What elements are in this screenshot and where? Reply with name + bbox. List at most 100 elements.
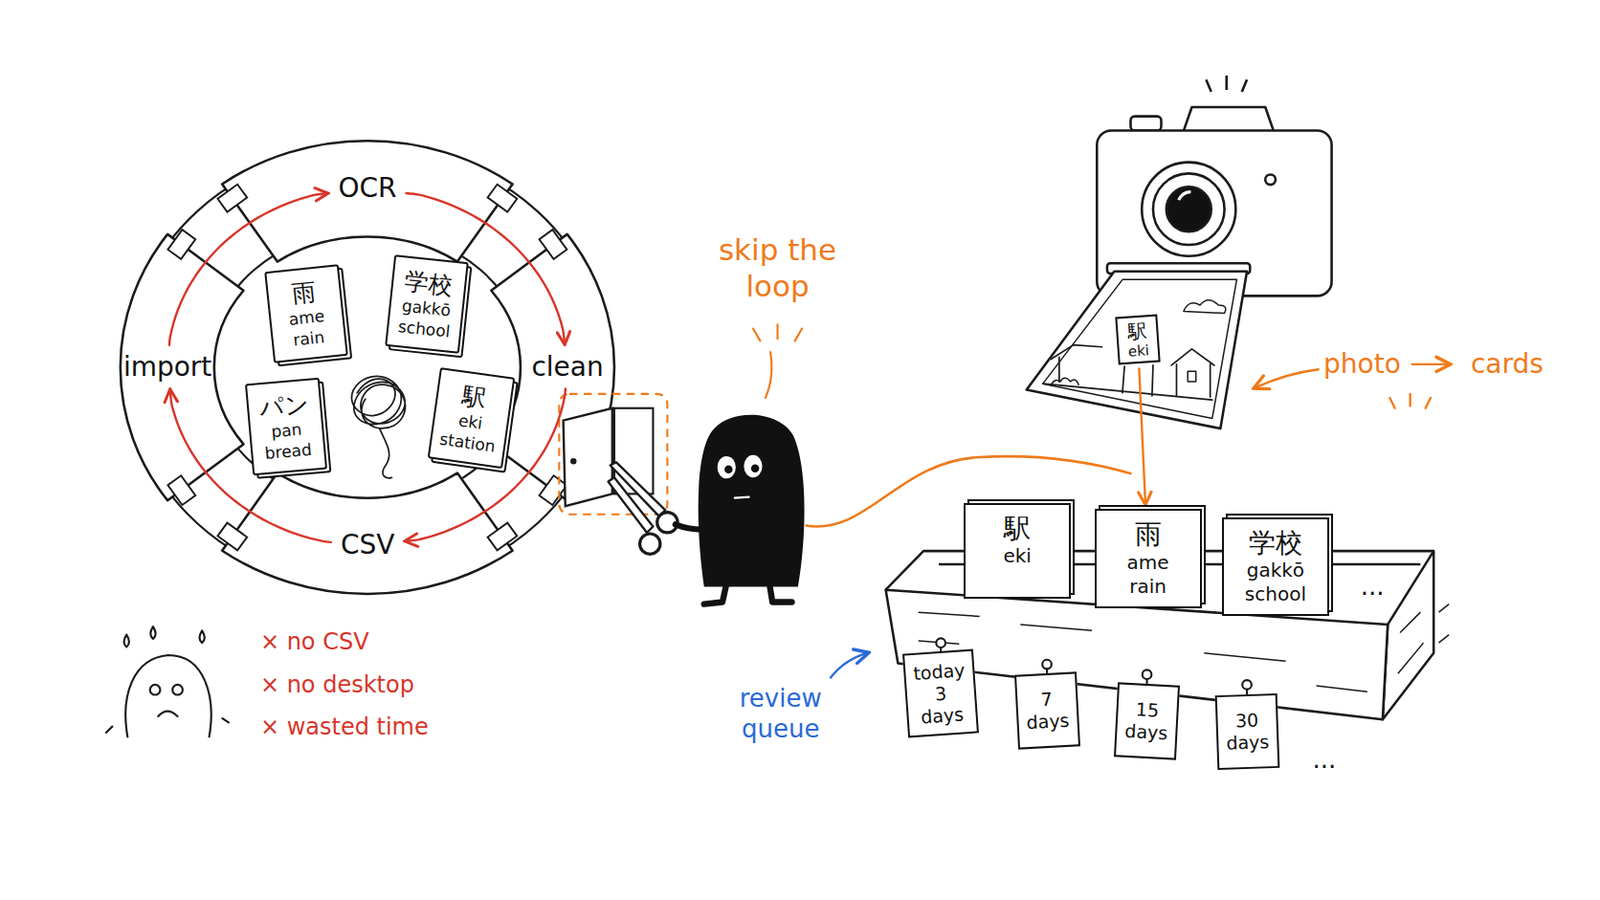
sweat-drops bbox=[106, 626, 229, 734]
photo bbox=[1026, 271, 1247, 429]
card-reading: eki bbox=[457, 411, 485, 436]
card-kanji: 雨 bbox=[1134, 518, 1162, 552]
card-kanji: パン bbox=[257, 389, 311, 424]
flow-arrow bbox=[169, 193, 327, 346]
tape bbox=[167, 229, 196, 260]
tape bbox=[539, 475, 568, 506]
card-reading: eki bbox=[1127, 341, 1150, 360]
photo-arrows bbox=[1255, 364, 1450, 409]
interval-tag: today 3 days bbox=[902, 649, 979, 739]
callout-text: photo bbox=[1323, 348, 1401, 381]
tag-pins bbox=[935, 638, 1251, 702]
step-label: import bbox=[123, 351, 212, 384]
card-reading: ame bbox=[1127, 551, 1170, 576]
card-kanji: 駅 bbox=[1126, 318, 1150, 343]
sad-mouth bbox=[157, 711, 178, 717]
connector-layer bbox=[169, 193, 1146, 543]
arrow bbox=[830, 653, 867, 679]
card-meaning: station bbox=[438, 429, 497, 458]
scissors bbox=[608, 462, 679, 555]
tag-pin bbox=[1242, 680, 1252, 690]
interval-tag: 15 days bbox=[1113, 682, 1180, 760]
flow-arrow bbox=[405, 193, 565, 344]
tape bbox=[167, 475, 196, 506]
scissor-handle bbox=[640, 533, 661, 555]
interval-tag: 30 days bbox=[1214, 692, 1280, 770]
character-pupil bbox=[751, 464, 760, 473]
camera bbox=[1096, 75, 1332, 296]
camera-knob bbox=[1130, 116, 1161, 132]
character bbox=[675, 415, 805, 605]
problem-note: × no desktop bbox=[260, 671, 415, 700]
door-knob bbox=[570, 458, 577, 465]
tray-side bbox=[1382, 551, 1434, 720]
queue-card: 駅eki bbox=[963, 503, 1071, 600]
ellipsis-mark: ... bbox=[1360, 572, 1385, 602]
step-label: CSV bbox=[340, 529, 395, 562]
card-meaning: school bbox=[397, 315, 451, 342]
tray-rim bbox=[886, 551, 1435, 591]
character-mouth bbox=[734, 497, 750, 499]
card-meaning: bread bbox=[263, 439, 312, 464]
ellipsis-mark: ... bbox=[1312, 745, 1337, 776]
photo-window bbox=[1187, 371, 1197, 382]
card-reading: gakkō bbox=[1246, 558, 1305, 583]
tapes bbox=[167, 184, 567, 552]
ring-strip bbox=[222, 473, 512, 595]
interval-label: 15 days bbox=[1124, 698, 1170, 745]
camera-lens bbox=[1141, 162, 1236, 257]
leader-line bbox=[765, 352, 773, 399]
flow-line bbox=[805, 456, 1131, 527]
flash-card: 学校gakkōschool bbox=[384, 254, 469, 355]
emphasis-lines bbox=[1389, 394, 1431, 409]
arrow bbox=[1412, 363, 1449, 366]
camera-top bbox=[1183, 107, 1274, 132]
queue-card: 雨amerain bbox=[1094, 509, 1202, 609]
card-meaning: school bbox=[1244, 582, 1307, 607]
wood-grain bbox=[918, 604, 1449, 693]
flash-card: 雨amerain bbox=[264, 265, 349, 365]
card-kanji: 駅 bbox=[460, 381, 489, 415]
loop-step: import bbox=[117, 349, 218, 386]
tape bbox=[488, 184, 518, 213]
card-kanji: 駅 bbox=[1003, 512, 1031, 546]
sad-character bbox=[106, 626, 229, 737]
interval-label: 30 days bbox=[1224, 709, 1269, 755]
emphasis-lines bbox=[753, 324, 802, 341]
camera-light bbox=[1265, 174, 1276, 185]
photo-scene bbox=[1043, 345, 1215, 401]
problem-note: × no CSV bbox=[260, 628, 370, 657]
card-tray bbox=[886, 551, 1450, 720]
interval-tag: 7 days bbox=[1014, 672, 1081, 751]
tape bbox=[217, 523, 247, 552]
photo-cloud bbox=[1183, 300, 1226, 314]
ring-strips bbox=[120, 140, 615, 595]
station-sign: 駅eki bbox=[1114, 314, 1160, 366]
emphasis-marks bbox=[753, 324, 802, 399]
photo-paper bbox=[1026, 271, 1247, 429]
tape bbox=[217, 184, 247, 213]
flow-arrow bbox=[405, 388, 566, 541]
character-eye bbox=[717, 456, 736, 479]
card-meaning: rain bbox=[1129, 575, 1167, 600]
ring-outline bbox=[206, 229, 528, 506]
camera-rays bbox=[1205, 75, 1247, 92]
tag-pin bbox=[1042, 660, 1052, 670]
flow-arrow bbox=[170, 390, 332, 542]
card-reading: pan bbox=[269, 420, 303, 444]
scissor-blade bbox=[608, 477, 654, 534]
card-reading: gakkō bbox=[400, 295, 452, 321]
ring-strip bbox=[222, 140, 512, 262]
tape bbox=[488, 523, 518, 552]
lens-glint bbox=[1178, 192, 1192, 201]
sad-eye bbox=[172, 685, 183, 696]
door-panel bbox=[563, 408, 613, 507]
character-eye bbox=[743, 455, 762, 478]
tangle bbox=[351, 376, 405, 478]
queue-card: 学校gakkōschool bbox=[1222, 517, 1330, 618]
photo-bush bbox=[1050, 377, 1079, 386]
